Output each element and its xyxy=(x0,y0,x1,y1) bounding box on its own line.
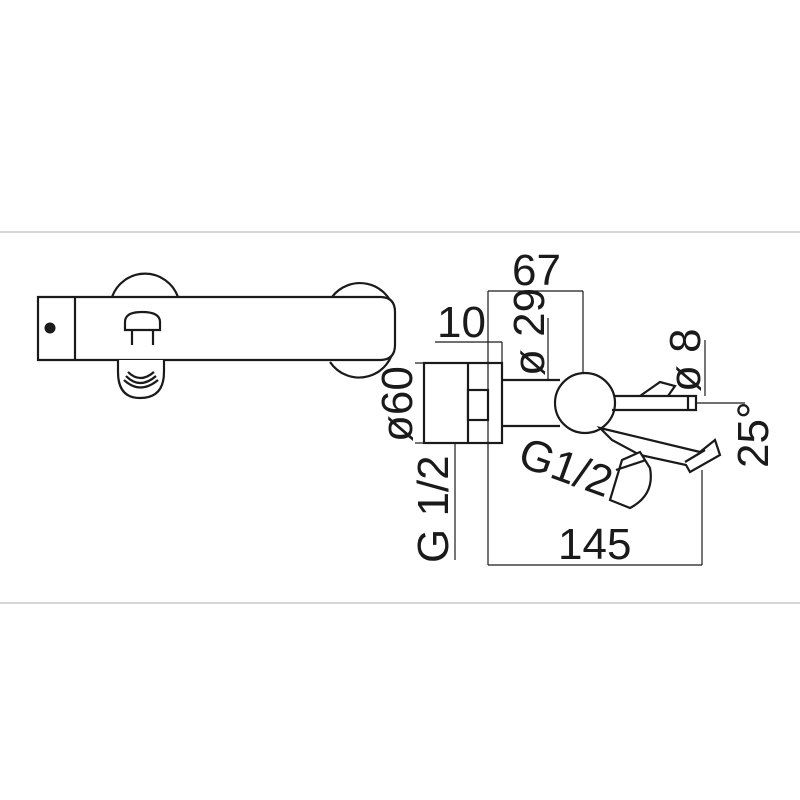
dim-10-label: 10 xyxy=(437,298,486,347)
lever-hub xyxy=(639,380,677,397)
connector-nut xyxy=(466,388,490,422)
knob-indicator-dot xyxy=(44,322,56,334)
spout xyxy=(596,426,722,474)
diverter-knob xyxy=(123,310,162,332)
front-view xyxy=(36,272,397,400)
diverter xyxy=(608,450,652,510)
dim-145-label: 145 xyxy=(558,520,631,569)
dim-29-label: ø 29 xyxy=(505,288,554,376)
aerator-1 xyxy=(123,379,159,389)
aerator-3 xyxy=(127,371,155,380)
body-circle xyxy=(553,371,617,435)
wall-flange-left xyxy=(110,272,180,298)
dim-67-label: 67 xyxy=(512,246,561,295)
lever xyxy=(612,394,698,412)
dim-g-right-label: G1/2 xyxy=(513,428,619,507)
dimension-lines xyxy=(415,290,745,566)
dim-25-label: 25° xyxy=(729,401,778,468)
wall-flange xyxy=(422,361,504,445)
dim-60-label: ø60 xyxy=(373,366,422,442)
spout-tip-line xyxy=(684,449,706,463)
aerator-2 xyxy=(125,375,157,385)
dim-8-label: ø 8 xyxy=(661,328,710,392)
mixer-body xyxy=(36,295,397,362)
dim-g-left-label: G 1/2 xyxy=(409,455,458,563)
diverter-line xyxy=(615,458,647,472)
